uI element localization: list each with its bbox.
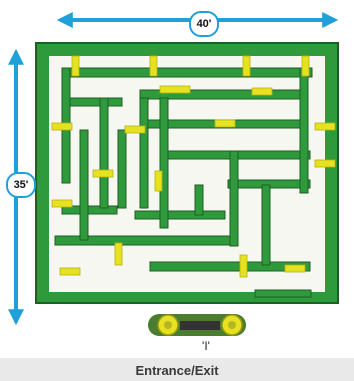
maze-wall (261, 184, 271, 266)
maze-connector (159, 85, 191, 94)
maze-connector (92, 169, 114, 178)
maze-connector (154, 170, 163, 192)
maze-wall (254, 289, 312, 298)
maze-wall (139, 97, 149, 209)
maze-connector (71, 55, 80, 77)
maze-connector (301, 55, 310, 77)
entrance-cart-icon (148, 314, 246, 336)
maze-connector (239, 254, 248, 278)
maze-connector (59, 267, 81, 276)
maze-wall (134, 210, 226, 220)
width-dimension-label: 40' (189, 11, 219, 37)
maze-connector (251, 87, 273, 96)
maze-connector (149, 55, 158, 77)
maze-wall (229, 150, 239, 247)
maze-wall (299, 67, 309, 194)
maze-wall (99, 97, 109, 209)
caption-bar (0, 358, 354, 381)
entrance-exit-label: Entrance/Exit (135, 363, 219, 378)
maze-wall (117, 129, 127, 209)
maze-connector (314, 122, 336, 131)
maze-connector (124, 125, 146, 134)
maze-wall (61, 205, 118, 215)
maze-wall (159, 97, 169, 229)
maze-wall (61, 67, 313, 78)
maze-connector (214, 119, 236, 128)
maze-connector (284, 264, 306, 273)
maze-wall (79, 129, 89, 241)
maze-wall (194, 184, 204, 216)
maze-wall (149, 261, 311, 272)
maze-connector (51, 122, 73, 131)
maze-connector (51, 199, 73, 208)
maze-connector (114, 242, 123, 266)
maze-wall (61, 97, 123, 107)
maze-connector (242, 55, 251, 77)
height-dimension-label: 35' (6, 172, 36, 198)
entrance-mark: 'I' (202, 339, 210, 353)
maze-walls (54, 67, 313, 298)
maze-connector (314, 159, 336, 168)
maze-connectors (51, 55, 336, 278)
